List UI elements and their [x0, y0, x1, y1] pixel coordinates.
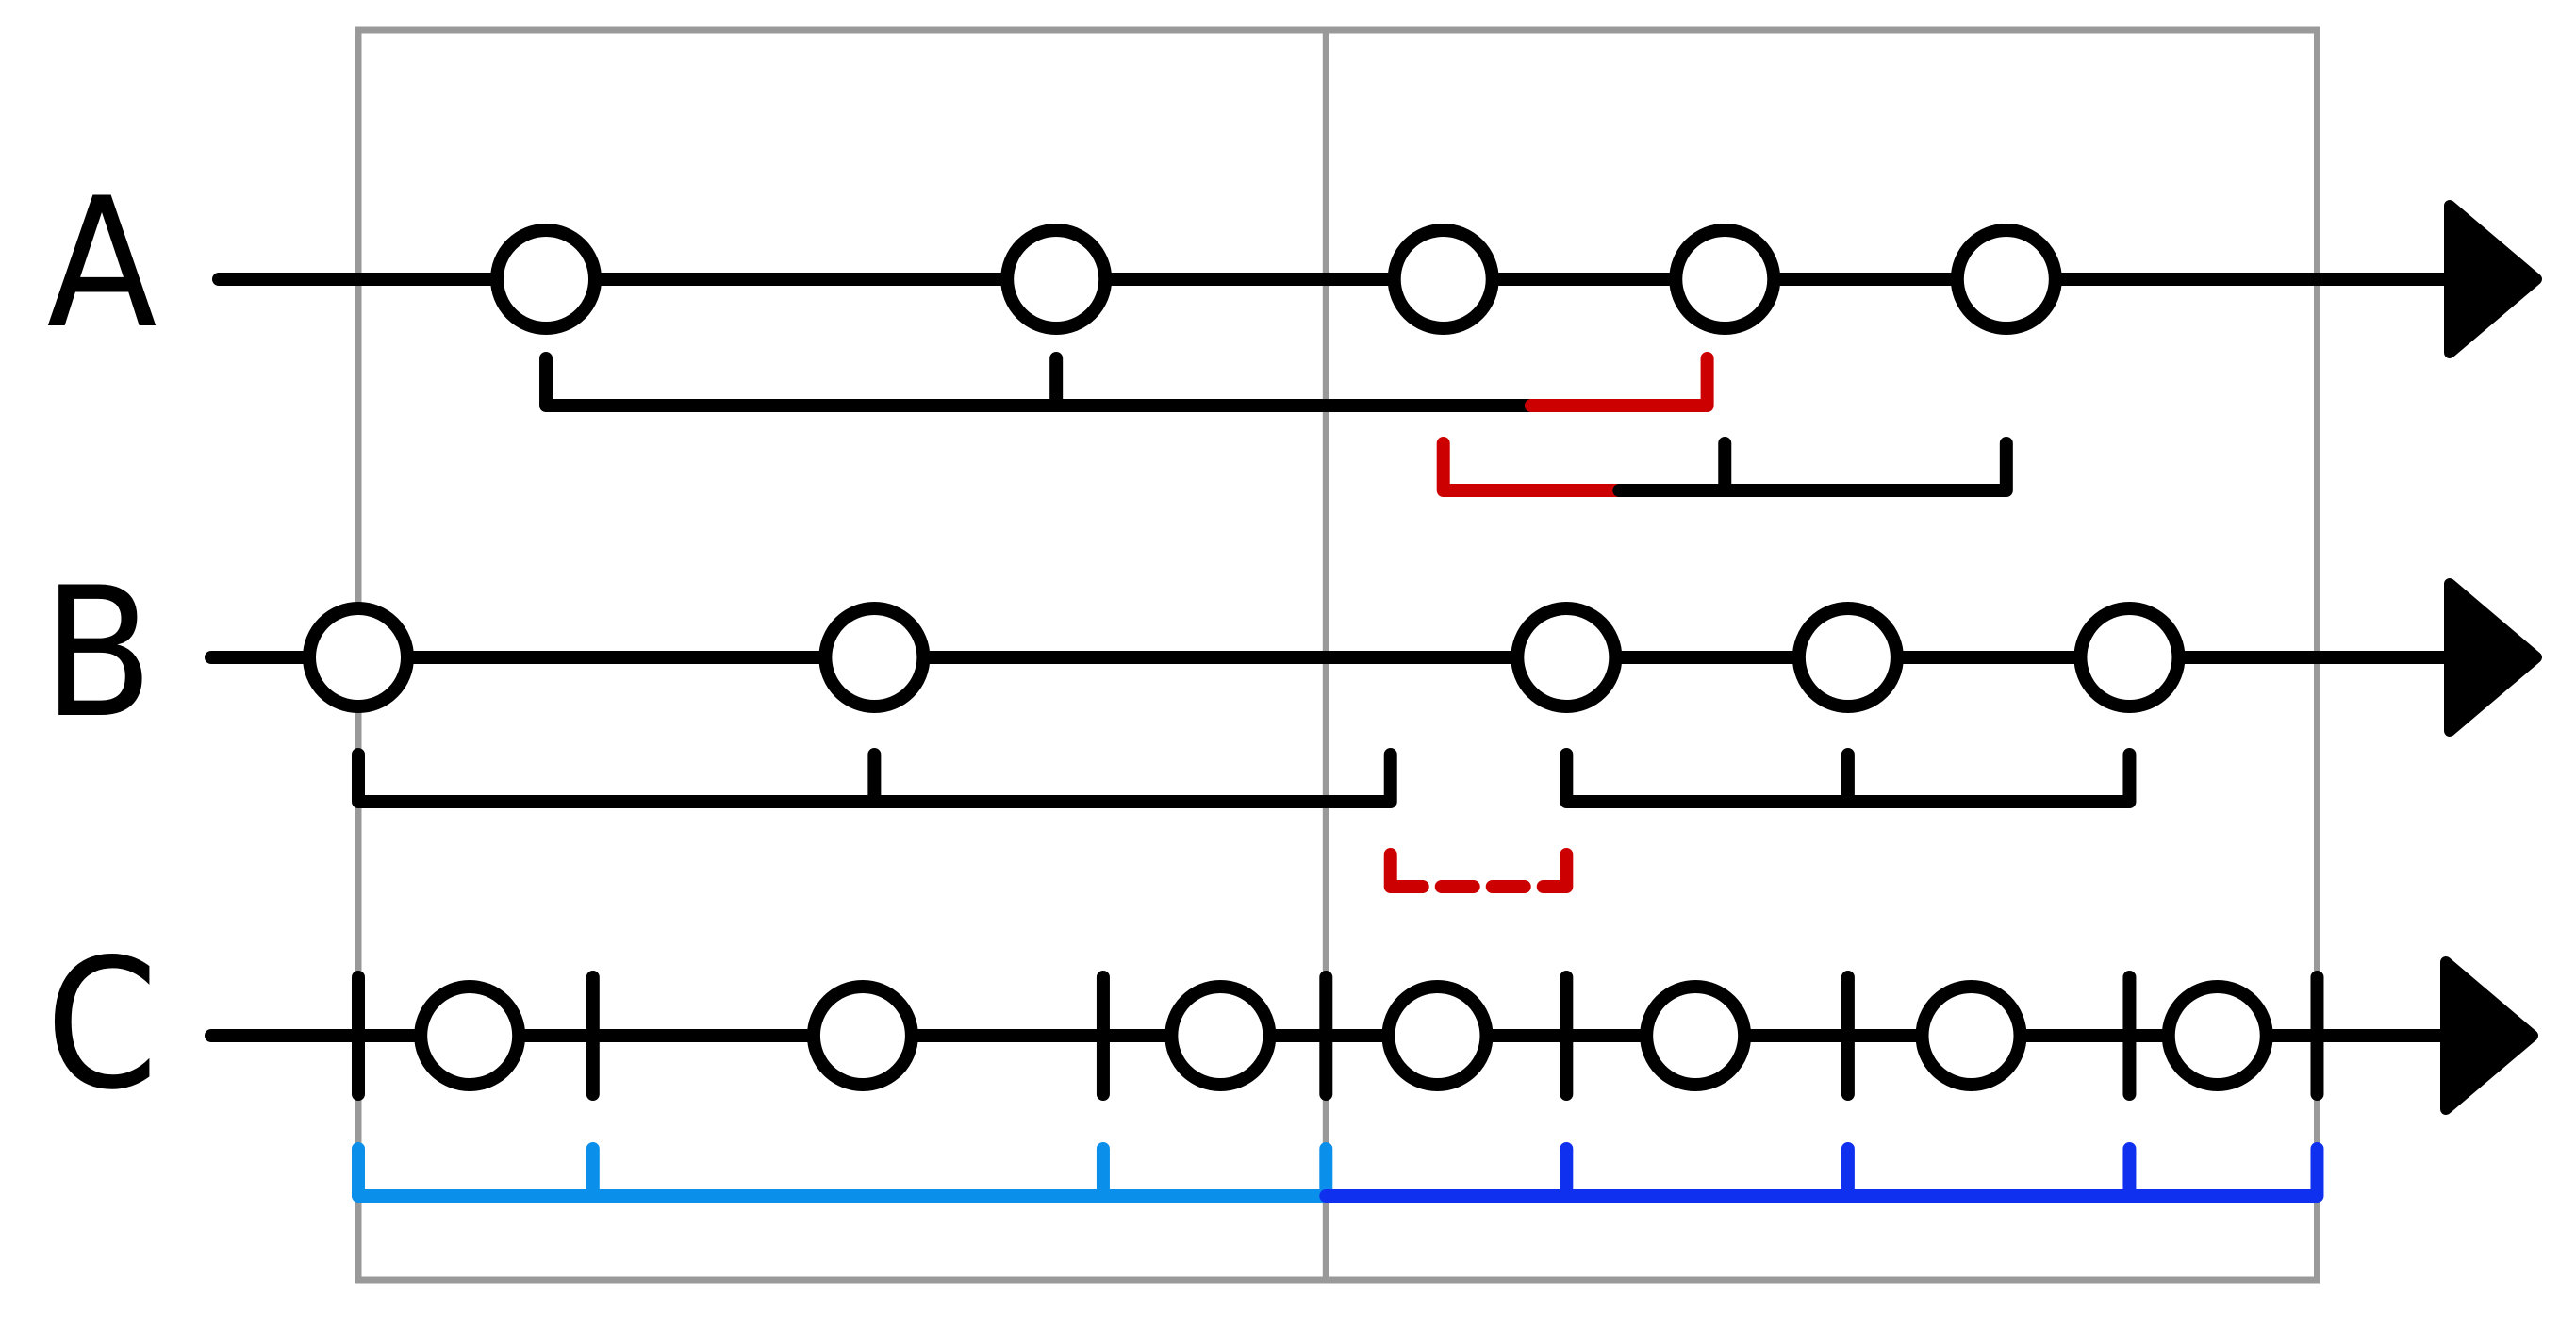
- timeline-a-event-node: [1950, 224, 2062, 335]
- timeline-a-event-node: [1387, 224, 1499, 335]
- timeline-c-label: C: [45, 921, 157, 1129]
- timeline-c-event-node: [1164, 980, 1277, 1091]
- timeline-b-bracket: [1383, 833, 1574, 893]
- timeline-a-event-node: [1669, 224, 1781, 335]
- timeline-c: C: [45, 921, 2538, 1203]
- bracket-line: [1436, 437, 1627, 497]
- arrow-right-icon: [2444, 578, 2542, 737]
- timeline-c-event-node: [2161, 980, 2273, 1091]
- timeline-c-event-node: [1915, 980, 2027, 1091]
- timeline-c-bracket: [1319, 1142, 2324, 1203]
- timeline-a: A: [47, 159, 2542, 497]
- timeline-b-event-node: [303, 602, 414, 713]
- bracket-line: [539, 352, 1538, 412]
- timeline-a-bracket: [539, 352, 1538, 412]
- timeline-a-event-node: [1000, 224, 1113, 335]
- bracket-line: [1525, 352, 1714, 412]
- timeline-c-event-node: [806, 980, 918, 1091]
- timeline-b-event-node: [1511, 602, 1623, 713]
- bracket-line: [352, 748, 1397, 808]
- timeline-a-bracket: [1612, 437, 2013, 497]
- timeline-a-event-node: [490, 224, 603, 335]
- timeline-c-event-node: [1381, 980, 1494, 1091]
- bracket-line: [1319, 1142, 2324, 1203]
- timeline-b-bracket: [1560, 748, 2137, 808]
- timeline-b: B: [42, 549, 2542, 893]
- timeline-a-bracket: [1525, 352, 1714, 412]
- timeline-a-label: A: [47, 159, 157, 368]
- arrow-right-icon: [2440, 956, 2538, 1115]
- bracket-line: [352, 1142, 1333, 1203]
- timeline-c-bracket: [352, 1142, 1333, 1203]
- timeline-b-event-node: [2073, 602, 2186, 713]
- bracket-line: [1560, 748, 2137, 808]
- timeline-a-bracket: [1436, 437, 1627, 497]
- timeline-b-bracket: [352, 748, 1397, 808]
- timeline-c-event-node: [414, 980, 526, 1091]
- timeline-b-event-node: [1792, 602, 1904, 713]
- bracket-line: [1383, 833, 1574, 893]
- timeline-b-event-node: [818, 602, 931, 713]
- bracket-line: [1612, 437, 2013, 497]
- arrow-right-icon: [2444, 200, 2542, 358]
- timeline-b-label: B: [42, 549, 153, 757]
- timeline-c-event-node: [1640, 980, 1752, 1091]
